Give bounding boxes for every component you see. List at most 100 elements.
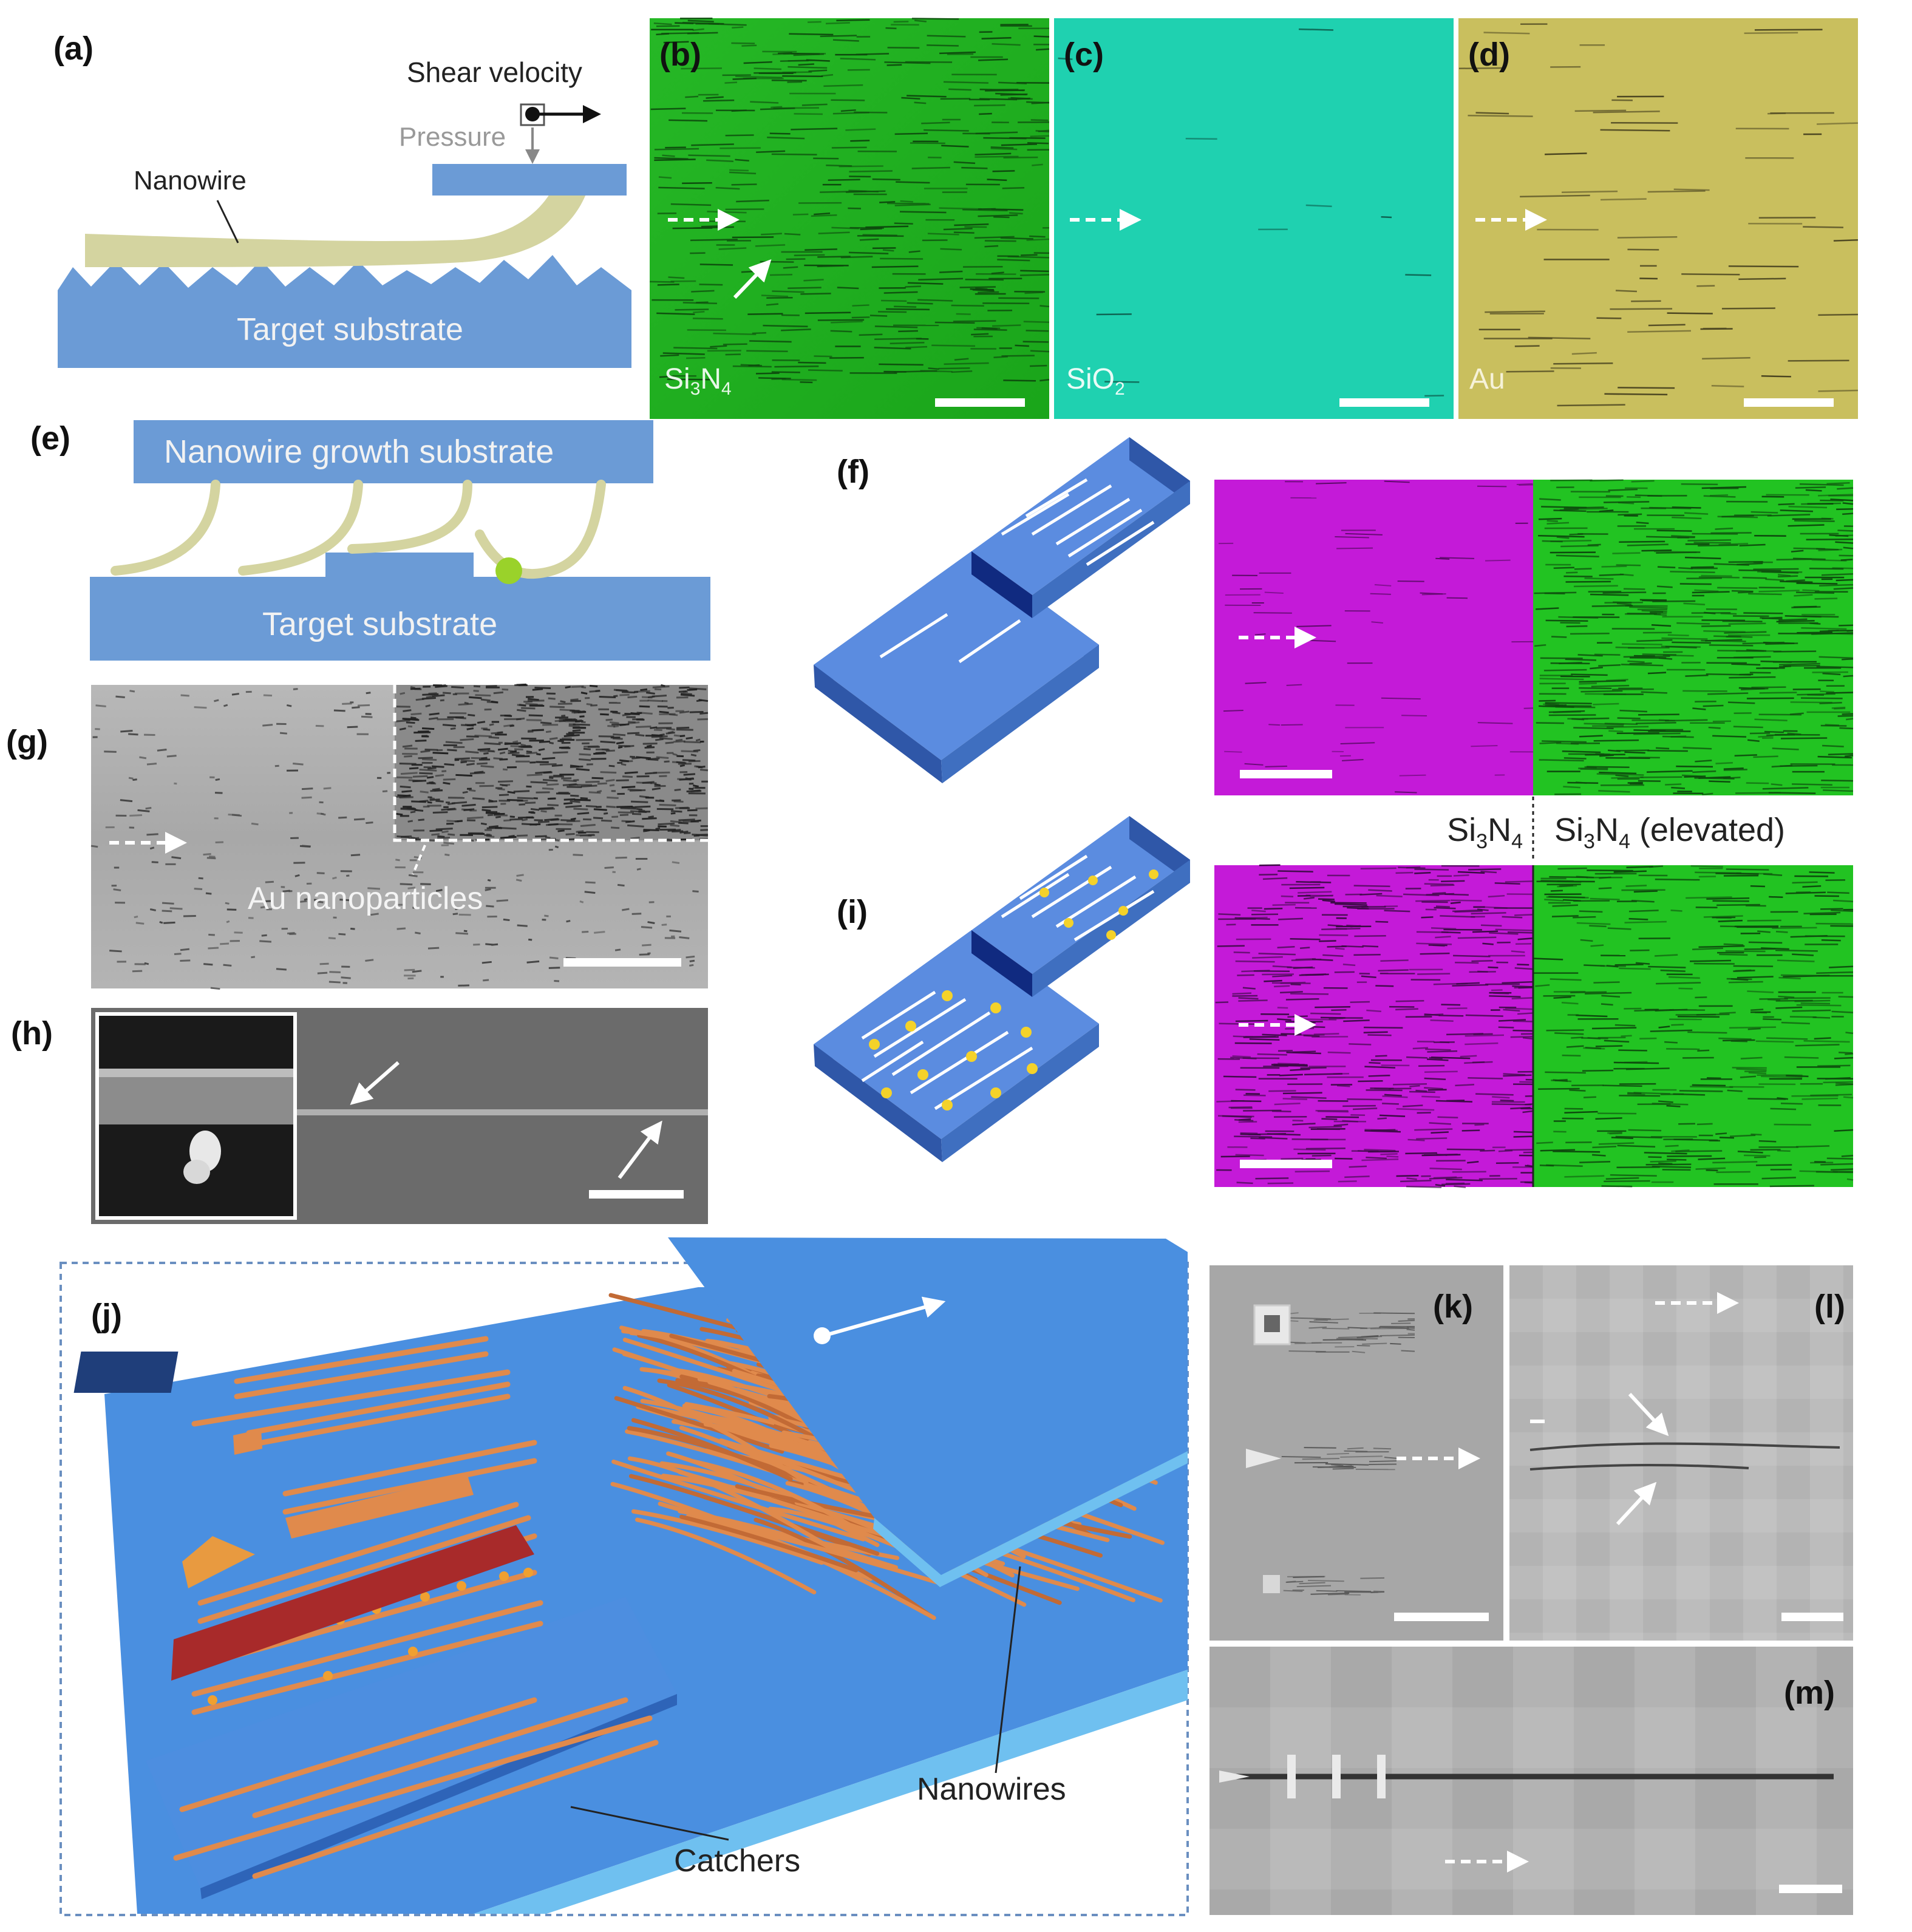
nanowire-streak [1747,919,1781,922]
nanowire-streak [978,291,999,293]
nanowire-streak [1331,1464,1344,1466]
nanowire-streak [1477,722,1513,724]
nanowire-streak [1342,758,1364,761]
nanowire-streak [594,931,605,934]
nanowire-streak [1599,509,1614,512]
nanowire-streak [1718,919,1743,922]
nanowire-streak [1746,697,1794,699]
nanowire-streak [1794,520,1835,522]
nanowire-streak [1676,622,1710,625]
nanowire-streak [1030,119,1049,121]
nanowire-streak [951,370,973,373]
nanowire-streak [1437,1116,1458,1118]
nanowire-streak [682,302,717,305]
nanowire-streak [1512,1020,1534,1022]
nanowire-streak [620,807,637,810]
nanowire-streak [370,913,379,916]
nanowire-streak [849,175,871,178]
nanowire-streak [997,259,1030,262]
panel-h-label: (h) [11,1015,53,1052]
nanowire-streak [1406,1185,1442,1188]
nanowire-streak [1520,194,1590,198]
nanowire-streak [1679,583,1712,585]
nanowire-streak [1472,1061,1485,1064]
nanowire-streak [1534,957,1563,961]
nanoparticle [208,1695,217,1705]
nanowire-streak [644,746,655,749]
nanowire-streak [1288,1350,1326,1353]
nanowire-streak [115,695,125,698]
nanowire-streak [1820,499,1844,502]
nanowire-streak [120,799,133,803]
nanowire-streak [580,784,597,787]
nanowire-streak [1382,1095,1408,1098]
nanowire-streak [1405,1152,1437,1155]
nanowire-streak [661,684,665,687]
nanowire-streak [1424,1077,1446,1080]
panel-j-label: (j) [91,1298,122,1334]
nanowire-streak [1799,483,1844,486]
nanowire-streak [1553,1150,1601,1153]
nanowire-streaks-c [1058,28,1444,397]
nanowire-streak [422,693,439,696]
nanowire-streak [1751,686,1786,689]
nanowire-streak [831,321,863,324]
nanowire-streak [1526,1164,1534,1168]
nanowire-streak [679,831,689,834]
nanowire-streak [1250,1137,1265,1140]
nanowire-streak [549,736,558,740]
nanowire-streak [469,696,482,699]
nanowire-streak [579,900,584,903]
nanowire-streak [1605,1177,1639,1180]
nanowire-streak [1818,656,1854,659]
device-nanowire [173,1715,653,1861]
nanowire-streak [1811,632,1854,635]
nanowire-streak [1626,866,1653,869]
nanowire-streak [1446,1033,1484,1036]
nanowire-streak [605,778,615,782]
nanowire-streak [1336,1338,1378,1340]
nanowire-streak [1035,130,1050,133]
nanowire-streak [358,704,370,707]
nanowire-streak [539,763,557,766]
nanowire-streak [1681,483,1718,486]
nanowire-streak [1364,1066,1396,1069]
nanowire-streak [499,758,508,761]
nanowire-streak [638,809,645,812]
nanowire-streak [1416,942,1452,945]
nanowire-streak [1790,935,1828,938]
nanowire-streak [149,846,155,850]
nanowire-streak [1774,1123,1811,1126]
nanowire-streak [849,251,889,254]
grid-band [1392,1647,1452,1915]
nanowire-streak [718,247,747,250]
nanowire-streak [636,725,652,729]
nanowire-streak [1721,307,1775,310]
nanowire-streak [1712,900,1749,902]
nanowire-streak [1295,1170,1330,1173]
nanowire-streak [454,757,470,760]
nanowire-streak [940,248,962,251]
nanowire-streak [1823,1081,1854,1084]
nanowire-streak [658,176,672,179]
nanowire-streak [1483,32,1530,35]
nanowire-streak [943,81,988,84]
nanowire-streak [616,779,629,782]
nanowire-streak [978,214,1018,217]
nanowire-streak [1334,971,1355,973]
nanowire-streak [1240,1132,1258,1134]
nanowire-streak [1670,571,1715,573]
nanowire-streak [659,737,673,740]
device-nanowire [246,1393,511,1448]
nanowire-streak [1384,480,1410,483]
nanowire-streak [428,692,437,695]
nanowire-streak [535,835,547,838]
nanowire-streak [1384,1094,1402,1097]
nanowire-streak [493,691,504,695]
nanowire-streak [931,344,976,347]
nanowire-streak [538,748,545,752]
panel-a-label: (a) [53,30,94,67]
nanowire-streak [1695,700,1716,702]
nanowire-streak [1000,237,1033,240]
nanowire-streak [1039,378,1050,382]
